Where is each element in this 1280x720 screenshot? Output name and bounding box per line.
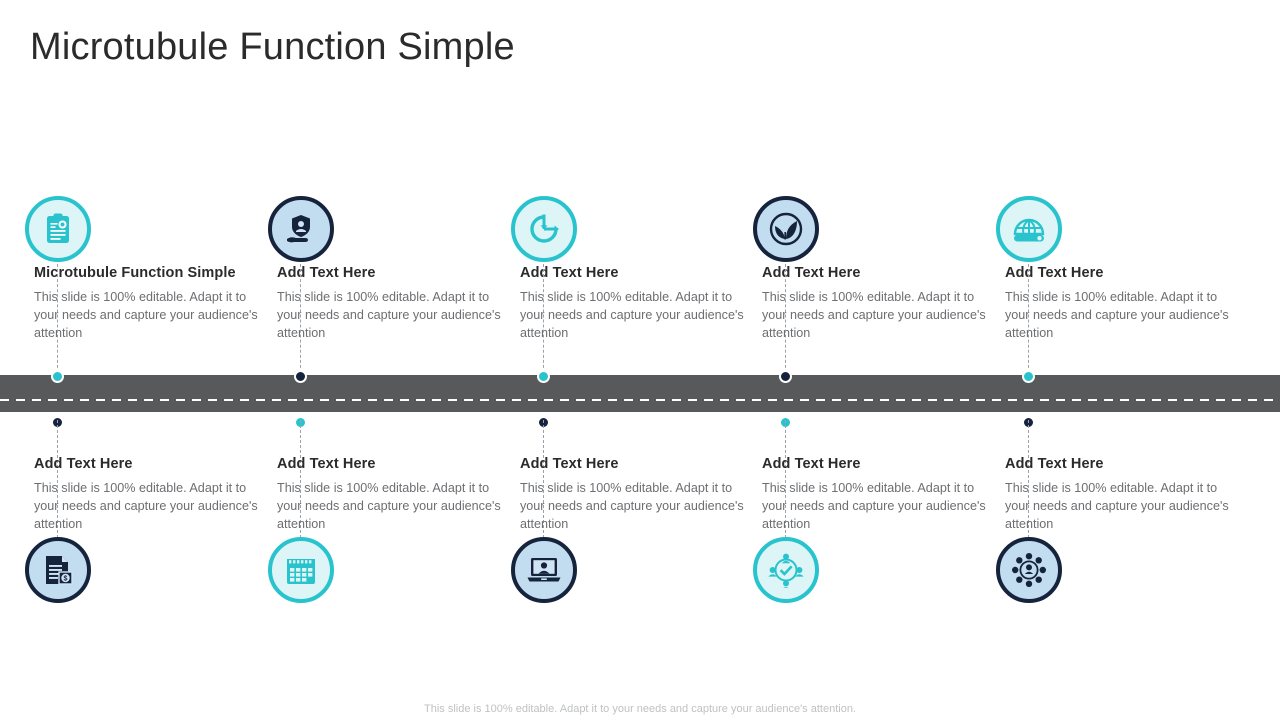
- connector-line-top: [785, 264, 786, 378]
- bottom-heading: Add Text Here: [34, 456, 133, 472]
- top-heading: Microtubule Function Simple: [34, 265, 236, 281]
- road-centerline: [0, 399, 1280, 401]
- clipboard-certificate-icon[interactable]: [25, 196, 91, 262]
- bottom-text-block: Add Text Here This slide is 100% editabl…: [1005, 456, 1237, 533]
- top-heading: Add Text Here: [762, 265, 861, 281]
- hand-holding-badge-icon[interactable]: [268, 196, 334, 262]
- connector-line-bottom: [543, 420, 544, 538]
- connector-line-top: [1028, 264, 1029, 378]
- laptop-person-icon[interactable]: [511, 537, 577, 603]
- team-check-network-icon[interactable]: [753, 537, 819, 603]
- timeline-column: Add Text Here This slide is 100% editabl…: [993, 0, 1236, 720]
- top-body: This slide is 100% editable. Adapt it to…: [1005, 290, 1229, 340]
- leaf-plant-icon[interactable]: [753, 196, 819, 262]
- milestone-dot-top[interactable]: [779, 370, 792, 383]
- milestone-dot-top[interactable]: [51, 370, 64, 383]
- bottom-heading: Add Text Here: [1005, 456, 1104, 472]
- top-heading: Add Text Here: [277, 265, 376, 281]
- timeline-column: Add Text Here This slide is 100% editabl…: [750, 0, 993, 720]
- bottom-text-block: Add Text Here This slide is 100% editabl…: [34, 456, 266, 533]
- top-heading: Add Text Here: [1005, 265, 1104, 281]
- connector-line-top: [543, 264, 544, 378]
- top-body: This slide is 100% editable. Adapt it to…: [34, 290, 258, 340]
- top-heading: Add Text Here: [520, 265, 619, 281]
- bottom-text-block: Add Text Here This slide is 100% editabl…: [762, 456, 994, 533]
- bottom-body: This slide is 100% editable. Adapt it to…: [520, 481, 744, 531]
- bottom-body: This slide is 100% editable. Adapt it to…: [277, 481, 501, 531]
- connector-line-bottom: [785, 420, 786, 538]
- clock-timer-icon[interactable]: [511, 196, 577, 262]
- svg-text:$: $: [64, 576, 68, 583]
- milestone-dot-top[interactable]: [537, 370, 550, 383]
- connector-line-bottom: [57, 420, 58, 538]
- bottom-text-block: Add Text Here This slide is 100% editabl…: [520, 456, 752, 533]
- footer-note: This slide is 100% editable. Adapt it to…: [424, 703, 856, 715]
- globe-network-icon[interactable]: [996, 196, 1062, 262]
- calendar-icon[interactable]: [268, 537, 334, 603]
- bottom-heading: Add Text Here: [520, 456, 619, 472]
- top-body: This slide is 100% editable. Adapt it to…: [762, 290, 986, 340]
- connector-line-top: [300, 264, 301, 378]
- top-text-block: Add Text Here This slide is 100% editabl…: [277, 265, 509, 342]
- bottom-body: This slide is 100% editable. Adapt it to…: [34, 481, 258, 531]
- slide-title: Microtubule Function Simple: [30, 26, 515, 68]
- people-hub-network-icon[interactable]: [996, 537, 1062, 603]
- top-text-block: Add Text Here This slide is 100% editabl…: [1005, 265, 1237, 342]
- top-text-block: Add Text Here This slide is 100% editabl…: [762, 265, 994, 342]
- top-body: This slide is 100% editable. Adapt it to…: [277, 290, 501, 340]
- bottom-text-block: Add Text Here This slide is 100% editabl…: [277, 456, 509, 533]
- invoice-document-icon[interactable]: $: [25, 537, 91, 603]
- connector-line-bottom: [300, 420, 301, 538]
- top-text-block: Add Text Here This slide is 100% editabl…: [520, 265, 752, 342]
- bottom-heading: Add Text Here: [762, 456, 861, 472]
- timeline-column: Add Text Here This slide is 100% editabl…: [265, 0, 508, 720]
- timeline-column: Microtubule Function Simple This slide i…: [22, 0, 265, 720]
- timeline-road: [0, 375, 1280, 412]
- connector-line-top: [57, 264, 58, 378]
- top-text-block: Microtubule Function Simple This slide i…: [34, 265, 266, 342]
- timeline-column: Add Text Here This slide is 100% editabl…: [508, 0, 751, 720]
- milestone-dot-top[interactable]: [1022, 370, 1035, 383]
- milestone-dot-top[interactable]: [294, 370, 307, 383]
- bottom-heading: Add Text Here: [277, 456, 376, 472]
- connector-line-bottom: [1028, 420, 1029, 538]
- top-body: This slide is 100% editable. Adapt it to…: [520, 290, 744, 340]
- bottom-body: This slide is 100% editable. Adapt it to…: [1005, 481, 1229, 531]
- bottom-body: This slide is 100% editable. Adapt it to…: [762, 481, 986, 531]
